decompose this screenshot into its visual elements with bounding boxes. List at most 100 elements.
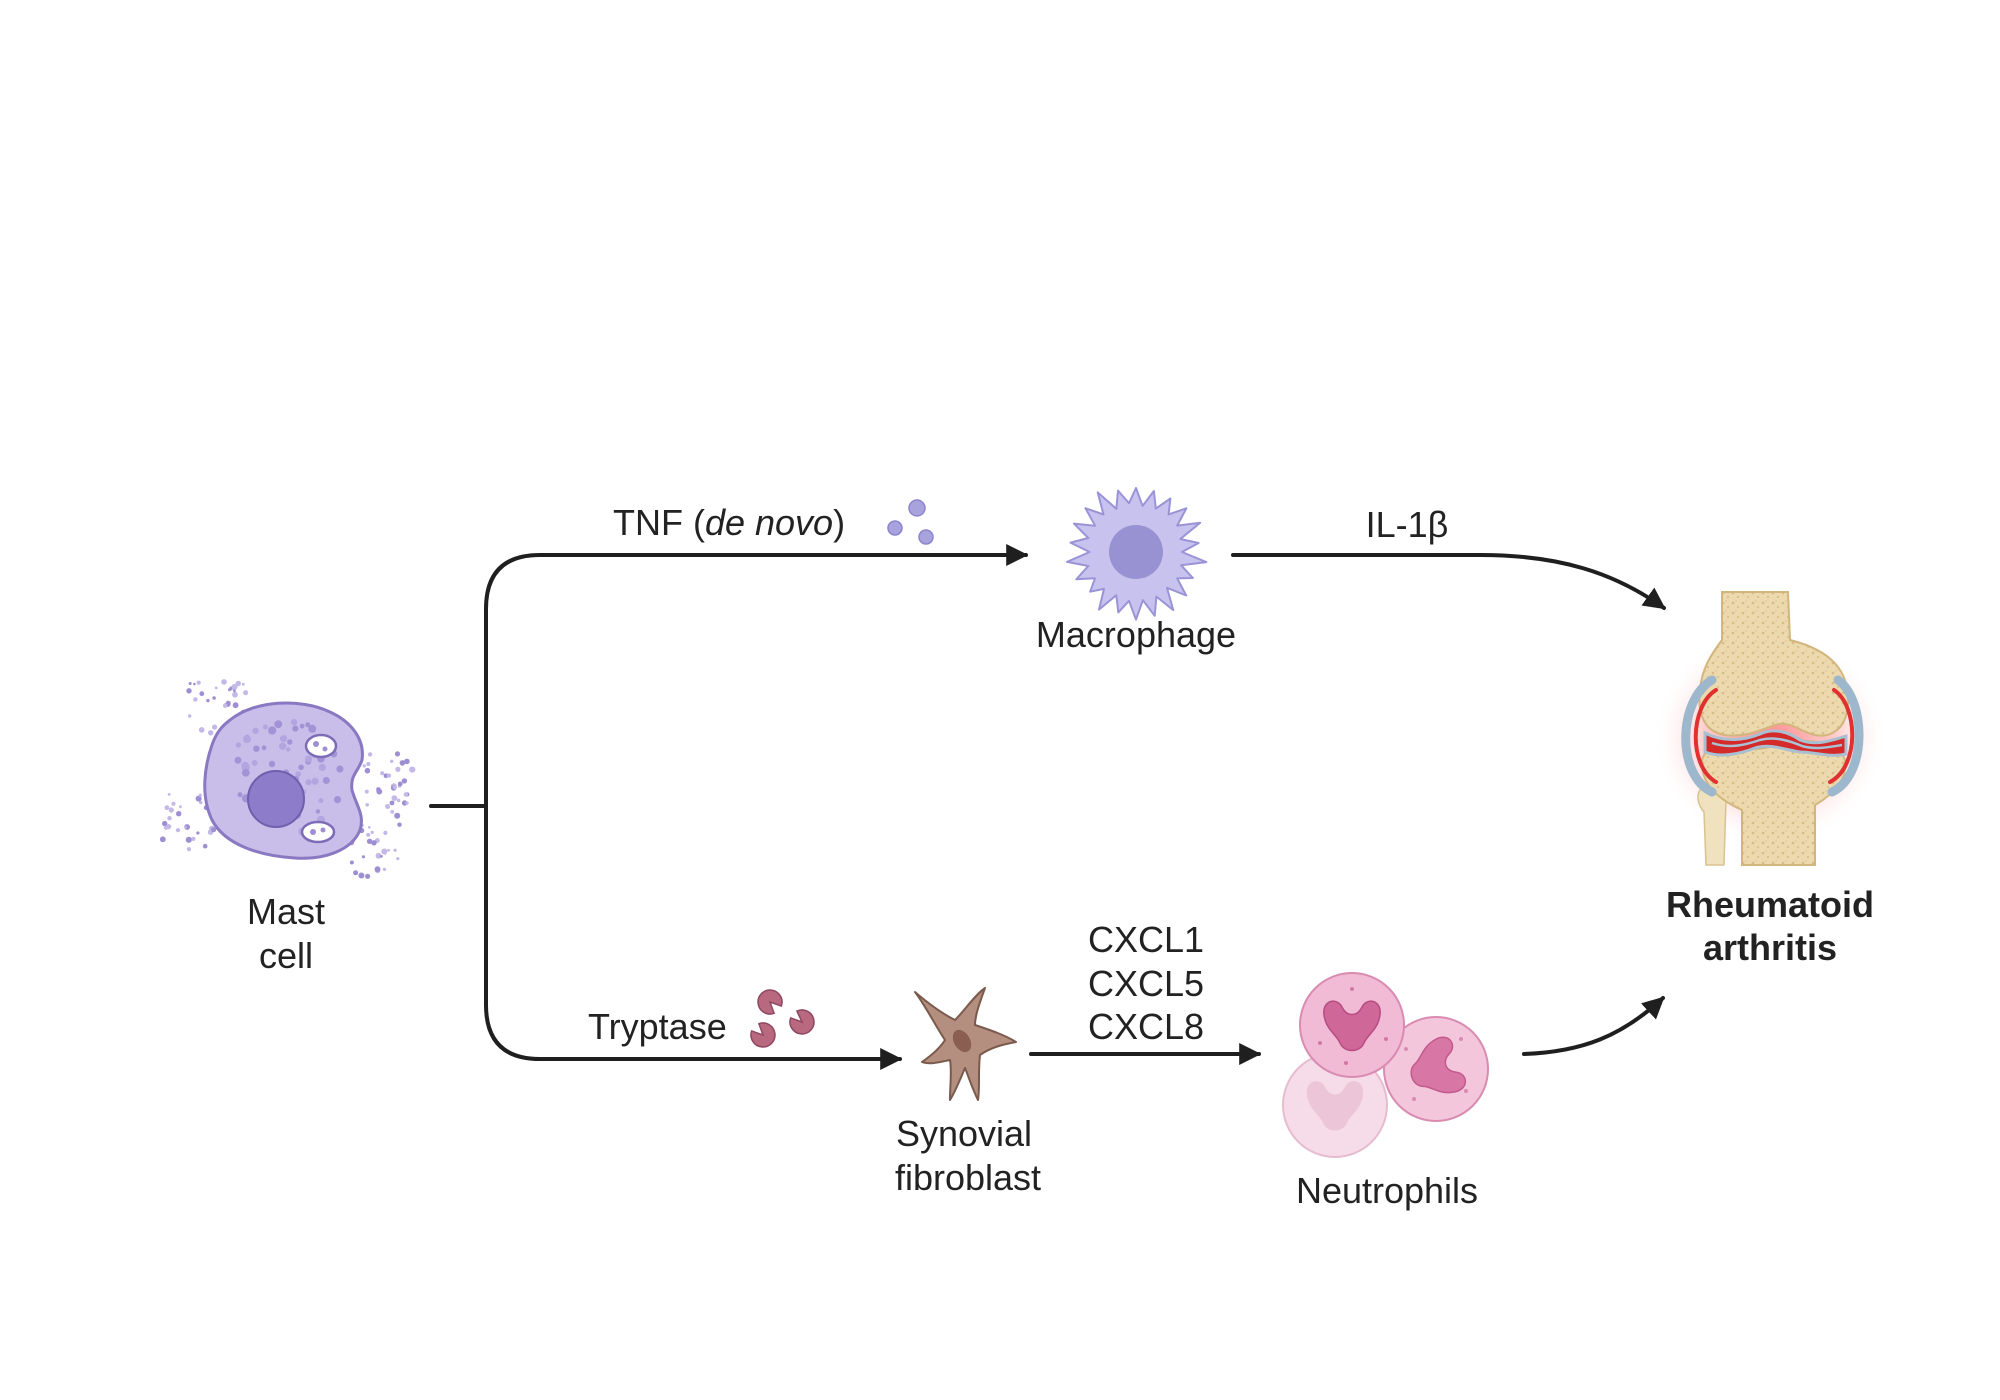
- released-granule-dot: [387, 848, 390, 852]
- mast-cell-label-line1: Mast: [247, 891, 325, 932]
- released-granule-dot: [391, 795, 398, 801]
- released-granule-dot: [176, 811, 182, 817]
- released-granule-dot: [375, 852, 382, 859]
- mast-cell-granule: [298, 764, 304, 771]
- released-granule-dot: [389, 800, 395, 806]
- mast-cell-granule: [241, 768, 250, 777]
- released-granule-dot: [188, 714, 192, 718]
- macrophage-icon: [1066, 487, 1208, 621]
- mast-cell-granule: [318, 763, 326, 772]
- mast-cell-granule: [318, 798, 324, 804]
- released-granule-dot: [364, 767, 371, 774]
- released-granule-dot: [241, 682, 245, 686]
- synovial-inflamed-left: [1693, 688, 1718, 784]
- released-granule-dot: [393, 848, 397, 852]
- released-granule-dot: [364, 789, 369, 794]
- released-granule-dot: [243, 690, 249, 696]
- released-granule-dot: [175, 828, 181, 833]
- released-granule-dot: [221, 679, 227, 685]
- il1b-arrow: [1231, 553, 1666, 610]
- mast-cell-granule: [336, 765, 344, 773]
- fibroblast-label-line2: fibroblast: [895, 1157, 1041, 1198]
- released-granule-dot: [394, 751, 401, 757]
- synovial-inflamed-right: [1828, 688, 1855, 784]
- released-granule-dot: [164, 805, 170, 811]
- tryptase-molecule: [750, 1022, 776, 1048]
- released-granule-dot: [235, 680, 241, 687]
- released-granule-dot: [394, 812, 401, 819]
- released-granule-dot: [401, 778, 408, 784]
- macrophage-nucleus: [1109, 525, 1163, 579]
- tryptase-arrow: [484, 804, 903, 1070]
- released-granule-dot: [162, 820, 168, 827]
- mast-cell-granule: [315, 809, 321, 814]
- released-granule-dot: [366, 838, 373, 844]
- released-granule-dot: [206, 698, 210, 703]
- mast-cell-granule: [262, 724, 268, 730]
- mast-cell-granule: [278, 742, 287, 750]
- mast-cell-granule: [333, 796, 342, 804]
- released-granule-dot: [171, 801, 176, 806]
- released-granule-dot: [404, 758, 410, 765]
- released-granule-dot: [365, 873, 371, 879]
- released-granule-dot: [371, 840, 377, 846]
- mast-cell-granule: [268, 760, 276, 768]
- released-granule-dot: [167, 816, 172, 821]
- released-granule-dot: [376, 788, 383, 795]
- mast-cell-granule: [290, 719, 298, 726]
- released-granule-dot: [222, 703, 228, 708]
- released-granule-dot: [184, 825, 187, 829]
- inflamed-knee-joint-icon: [1652, 591, 1888, 866]
- released-granule-dot: [366, 761, 371, 767]
- released-granule-dot: [212, 724, 218, 730]
- mast-cell-icon: [159, 679, 416, 879]
- released-granule-dot: [185, 836, 192, 843]
- neutrophil-arrow: [1522, 996, 1665, 1056]
- mast-cell-vesicle-top: [304, 733, 338, 759]
- mast-cell-granule: [287, 739, 293, 745]
- released-granule-dot: [195, 795, 202, 802]
- released-granule-dot: [366, 832, 371, 837]
- released-granule-dot: [390, 810, 395, 814]
- flow-lines: [429, 544, 1666, 1070]
- mast-cell-label-line2: cell: [259, 935, 313, 976]
- released-granule-dot: [405, 801, 409, 805]
- fibroblast-icon: [914, 987, 1017, 1101]
- mast-cell-granule: [295, 771, 302, 777]
- released-granule-dot: [403, 792, 409, 797]
- mast-cell-granule: [237, 792, 243, 798]
- released-granule-dot: [186, 847, 191, 852]
- tnf-label-italic: de novo: [705, 502, 833, 543]
- fibroblast-nucleus: [952, 1029, 972, 1053]
- released-granule-dot: [399, 760, 406, 766]
- released-granule-dot: [353, 870, 359, 876]
- released-granule-dot: [159, 836, 166, 843]
- mast-cell-granule: [280, 735, 288, 743]
- released-granule-dot: [362, 764, 366, 768]
- released-granule-dot: [397, 781, 403, 787]
- fibula-bone: [1697, 787, 1727, 866]
- mast-cell-granule: [261, 745, 267, 751]
- mast-cell-granule: [299, 723, 305, 729]
- outcome-label-line1: Rheumatoid: [1666, 884, 1874, 925]
- released-granule-dot: [232, 702, 239, 709]
- released-granule-dot: [365, 803, 370, 807]
- released-granule-dot: [233, 689, 236, 693]
- released-granule-dot: [196, 680, 201, 685]
- tnf-label-suffix: ): [833, 502, 845, 543]
- released-granule-dot: [211, 827, 217, 833]
- chemokine-label-3: CXCL8: [1088, 1006, 1204, 1047]
- released-granule-dot: [198, 793, 202, 797]
- released-granule-dot: [196, 831, 200, 835]
- femur-bone: [1698, 591, 1850, 737]
- released-granule-dot: [380, 854, 383, 858]
- mast-cell-granule: [308, 724, 317, 733]
- neutrophil-back: [1282, 1052, 1388, 1158]
- released-granule-dot: [380, 771, 385, 776]
- released-granule-dot: [163, 825, 168, 830]
- released-granule-dot: [212, 696, 216, 700]
- tnf-molecules-icon: [887, 499, 934, 545]
- released-granule-dot: [193, 697, 198, 702]
- outcome-label-line2: arthritis: [1703, 927, 1837, 968]
